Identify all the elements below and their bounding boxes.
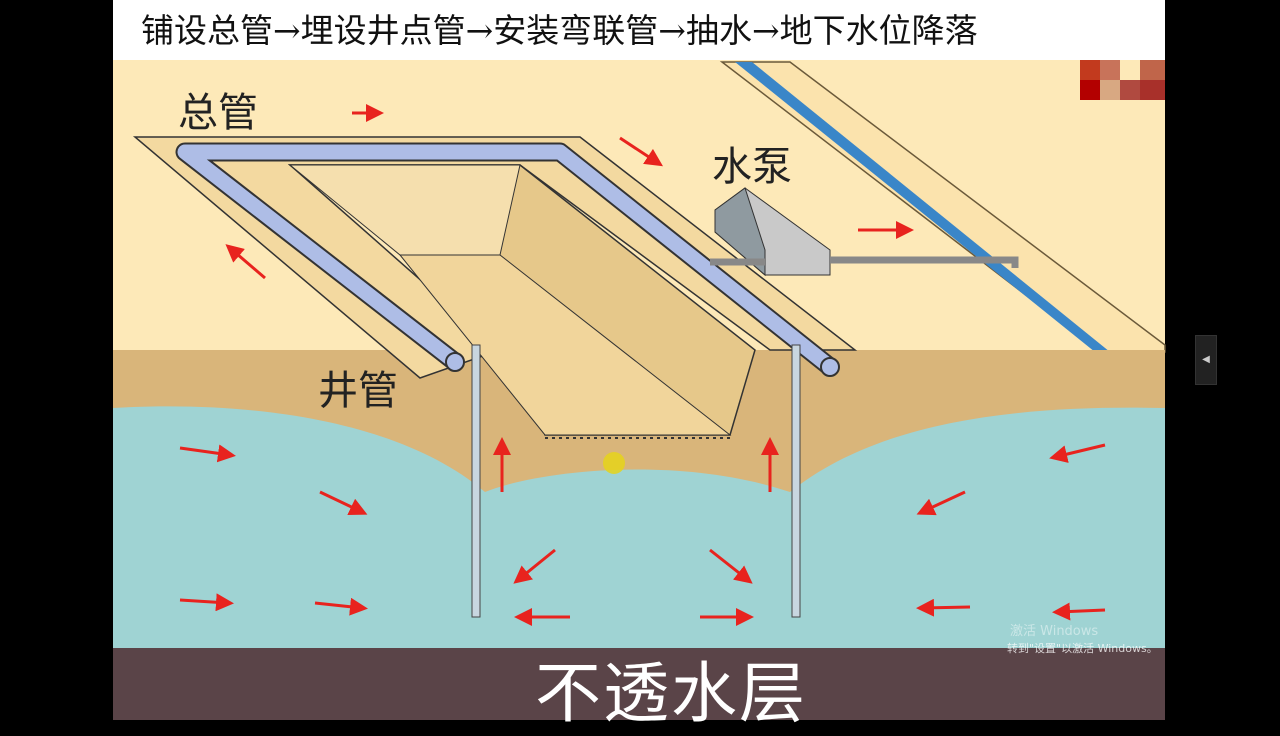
impermeable-layer (113, 648, 1165, 720)
impermeable-layer-label: 不透水层 (535, 655, 807, 732)
dewatering-diagram (113, 60, 1166, 720)
well-pipe-left (471, 344, 481, 618)
well-pipe-label: 井管 (318, 368, 398, 414)
header-pipe-label: 总管 (178, 90, 258, 136)
activation-watermark-title: 激活 Windows (1010, 624, 1099, 639)
mosaic-patch (1080, 60, 1165, 100)
chevron-left-icon: ◀ (1202, 354, 1210, 365)
activation-watermark-text: 转到"设置"以激活 Windows。 (1007, 642, 1158, 655)
river (735, 62, 1110, 352)
cursor-highlight (603, 452, 625, 474)
discharge-pipe (830, 256, 1019, 268)
flow-arrows (179, 104, 1106, 626)
well-pipe-right (791, 344, 801, 618)
slide-title: 铺设总管→埋设井点管→安装弯联管→抽水→地下水位降落 (113, 0, 1165, 60)
groundwater-zone (113, 406, 1165, 648)
side-panel-toggle[interactable]: ◀ (1195, 335, 1217, 385)
pump-label: 水泵 (712, 144, 792, 190)
